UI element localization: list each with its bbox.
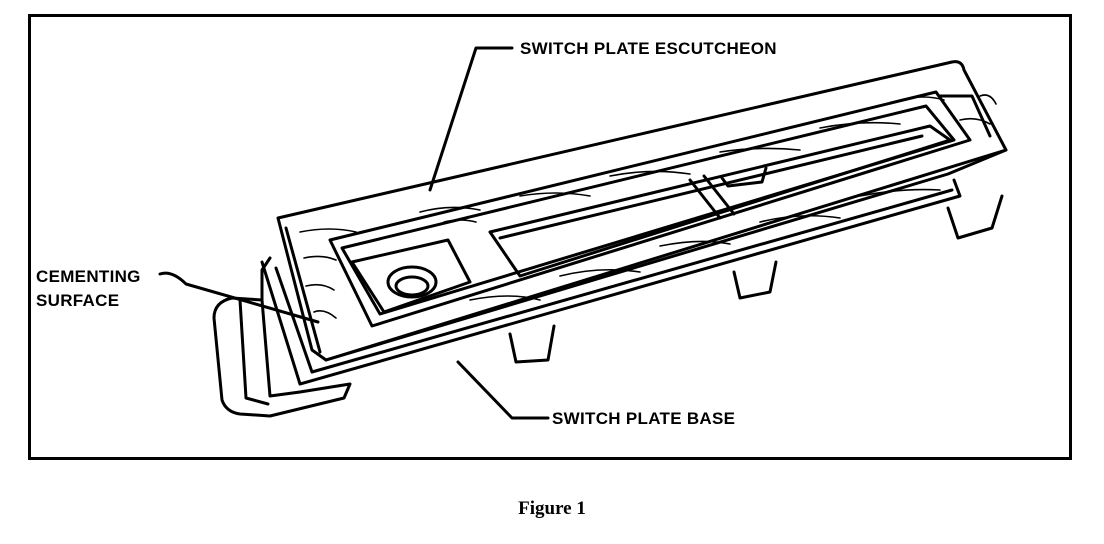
switch-plate-escutcheon bbox=[276, 60, 1008, 362]
escutcheon-label: SWITCH PLATE ESCUTCHEON bbox=[520, 39, 777, 58]
cementing-surface-label-line2: SURFACE bbox=[36, 291, 119, 310]
base-leg-3 bbox=[946, 194, 1004, 240]
switch-plate-base bbox=[260, 178, 962, 386]
cementing-surface-label-line1: CEMENTING bbox=[36, 267, 141, 286]
figure-caption: Figure 1 bbox=[518, 498, 586, 519]
base-leg-2 bbox=[732, 260, 778, 300]
base-label: SWITCH PLATE BASE bbox=[552, 409, 735, 428]
cementing-leader bbox=[158, 271, 320, 324]
base-leg-1 bbox=[508, 324, 556, 364]
switch-hole bbox=[386, 265, 438, 299]
end-clip bbox=[212, 256, 352, 418]
base-leader bbox=[456, 360, 550, 420]
figure-border bbox=[28, 14, 1072, 460]
escutcheon-leader bbox=[428, 46, 514, 192]
